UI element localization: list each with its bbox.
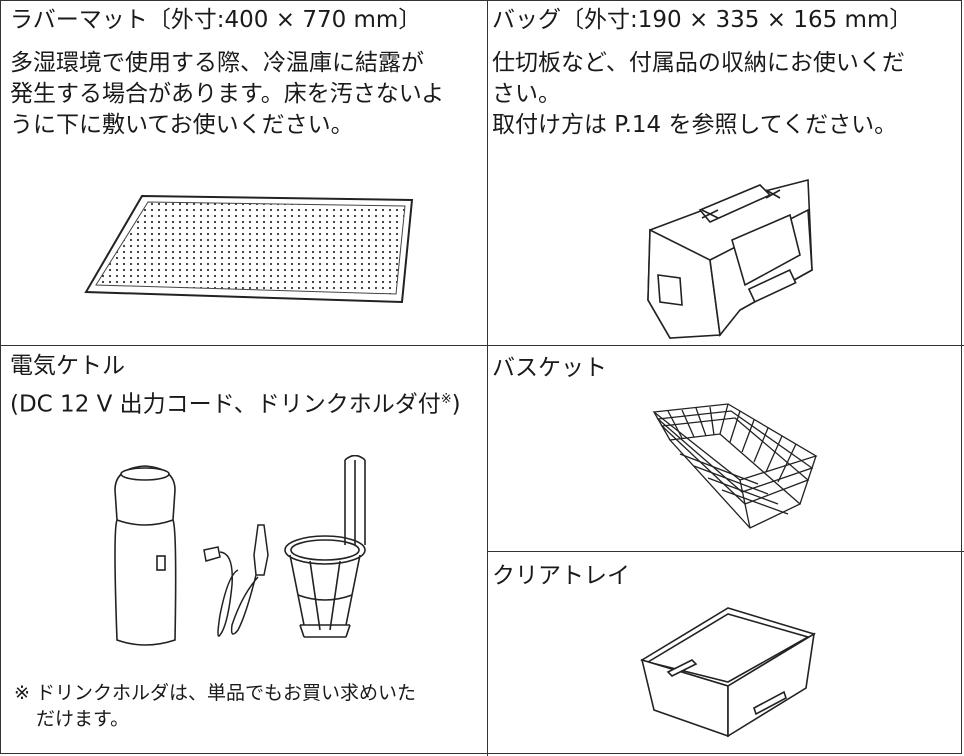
kettle-note-line: だけます。 <box>36 708 130 730</box>
rubber-mat-desc-line: うに下に敷いてお使いください。 <box>10 112 354 138</box>
bag-desc-line: 取付け方は P.14 を参照してください。 <box>492 112 898 138</box>
bag-desc-line: 仕切板など、付属品の収納にお使いくだ <box>492 50 905 76</box>
bag-icon <box>647 178 813 339</box>
cell-kettle: 電気ケトル (DC 12 V 出力コード、ドリンクホルダ付※) <box>10 350 485 750</box>
rubber-mat-title: ラバーマット〔外寸:400 × 770 mm〕 <box>10 7 422 33</box>
clear-tray-title: クリアトレイ <box>492 563 630 589</box>
kettle-subtitle: (DC 12 V 出力コード、ドリンクホルダ付※) <box>10 384 485 421</box>
kettle-note: ※ ドリンクホルダは、単品でもお買い求めいた だけます。 <box>14 680 484 732</box>
cell-basket: バスケット <box>492 352 962 384</box>
cell-rubber-mat: ラバーマット〔外寸:400 × 770 mm〕 多湿環境で使用する際、冷温庫に結… <box>10 2 485 342</box>
cell-clear-tray: クリアトレイ <box>492 560 962 592</box>
basket-title: バスケット <box>492 355 607 381</box>
rubber-mat-desc-line: 多湿環境で使用する際、冷温庫に結露が <box>10 50 424 76</box>
bag-desc-line: さい。 <box>492 81 561 107</box>
tray-icon <box>640 607 816 738</box>
power-cord-icon <box>203 524 269 637</box>
table-divider-row1 <box>0 345 964 346</box>
kettle-subtitle-text: (DC 12 V 出力コード、ドリンクホルダ付 <box>10 391 441 418</box>
drink-holder-icon <box>284 455 366 638</box>
rubber-mat-description: 多湿環境で使用する際、冷温庫に結露が 発生する場合があります。床を汚さないよ う… <box>10 48 485 141</box>
table-divider-right <box>487 551 964 552</box>
bag-description: 仕切板など、付属品の収納にお使いくだ さい。 取付け方は P.14 を参照してく… <box>492 48 962 141</box>
basket-icon <box>652 403 818 529</box>
cell-bag: バッグ〔外寸:190 × 335 × 165 mm〕 仕切板など、付属品の収納に… <box>492 2 962 342</box>
kettle-title: 電気ケトル <box>10 353 125 379</box>
kettle-subtitle-mark: ※ <box>440 392 452 407</box>
kettle-subtitle-end: ) <box>451 391 461 418</box>
bag-title: バッグ〔外寸:190 × 335 × 165 mm〕 <box>492 7 913 33</box>
kettle-icon <box>114 465 177 646</box>
kettle-note-line: ※ ドリンクホルダは、単品でもお買い求めいた <box>14 682 416 704</box>
table-divider-vertical <box>487 0 488 756</box>
rubber-mat-icon <box>84 194 414 304</box>
rubber-mat-desc-line: 発生する場合があります。床を汚さないよ <box>10 81 445 107</box>
